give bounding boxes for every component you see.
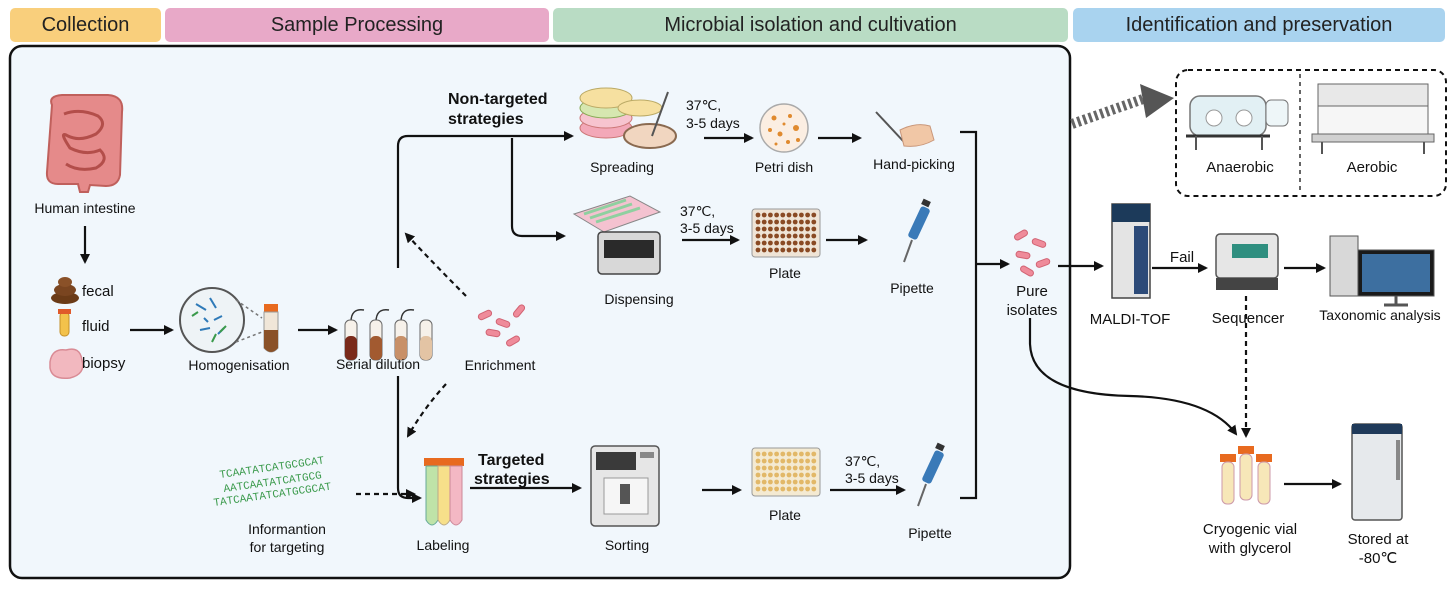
label-fluid: fluid (82, 318, 110, 335)
fluid-tube-icon (58, 309, 71, 337)
label-cond-a1: 37℃, (686, 97, 722, 113)
label-minus-80: -80℃ (1358, 550, 1398, 567)
label-with-glycerol: with glycerol (1208, 540, 1292, 557)
workflow-panel (8, 44, 1072, 580)
header-collection: Collection (10, 8, 161, 42)
label-stored-at: Stored at (1347, 531, 1409, 548)
label-taxonomic-analysis: Taxonomic analysis (1319, 307, 1441, 323)
label-fail: Fail (1169, 249, 1195, 266)
computer-icon (1329, 235, 1435, 307)
label-targeted-2: strategies (474, 471, 550, 488)
label-labeling: Labeling (416, 537, 470, 553)
well-plate-icon (751, 208, 821, 258)
label-isolates: isolates (1006, 302, 1058, 319)
labeled-tubes-icon (424, 458, 464, 526)
label-plate-1: Plate (769, 265, 801, 281)
bacteria-icon (477, 304, 526, 347)
label-hand-picking: Hand-picking (873, 156, 955, 172)
well-plate-icon (751, 447, 821, 497)
label-pipette-2: Pipette (908, 525, 952, 541)
bacteria-icon (1014, 229, 1051, 277)
label-spreading: Spreading (590, 159, 654, 175)
label-enrichment: Enrichment (464, 357, 536, 373)
label-biopsy: biopsy (82, 355, 126, 372)
label-serial-dilution: Serial dilution (335, 356, 421, 372)
label-maldi-tof: MALDI-TOF (1089, 311, 1171, 328)
sorter-icon (590, 445, 660, 527)
pipette-icon (903, 198, 931, 263)
homogenizer-icon (179, 287, 279, 353)
header-sample-processing: Sample Processing (165, 8, 549, 42)
sequencer-icon (1215, 233, 1279, 290)
label-nontargeted-1: Non-targeted (448, 91, 548, 108)
stool-icon (51, 277, 79, 304)
label-targeted-1: Targeted (478, 452, 545, 469)
pipette-icon (917, 442, 945, 507)
biopsy-icon (49, 348, 84, 380)
label-sequencer: Sequencer (1211, 310, 1285, 327)
dilution-tubes-icon (344, 309, 433, 361)
label-cond-b2: 3-5 days (680, 220, 734, 236)
hand-picking-icon (875, 111, 935, 147)
maldi-tof-icon (1111, 203, 1151, 299)
anaerobic-chamber-icon (1186, 95, 1289, 150)
dashed-arrows (356, 232, 1251, 499)
freezer-icon (1351, 423, 1403, 521)
label-plate-2: Plate (769, 507, 801, 523)
label-fecal: fecal (82, 283, 114, 300)
cryo-vials-icon (1220, 446, 1272, 505)
label-cond-c2: 3-5 days (845, 470, 899, 486)
label-pipette-1: Pipette (890, 280, 934, 296)
label-pure: Pure (1016, 283, 1048, 300)
label-cond-b1: 37℃, (680, 203, 716, 219)
label-aerobic: Aerobic (1346, 159, 1398, 176)
dispenser-icon (572, 195, 662, 275)
label-cryogenic-vial: Cryogenic vial (1202, 521, 1298, 538)
label-cond-a2: 3-5 days (686, 115, 740, 131)
header-microbial-isolation: Microbial isolation and cultivation (553, 8, 1068, 42)
label-cond-c1: 37℃, (845, 453, 881, 469)
aerobic-hood-icon (1311, 83, 1435, 154)
petri-dishes-icon (579, 87, 677, 149)
label-petri-dish: Petri dish (754, 159, 814, 175)
label-homogenisation: Homogenisation (188, 357, 290, 373)
label-anaerobic: Anaerobic (1206, 159, 1274, 176)
label-dispensing: Dispensing (604, 291, 674, 307)
header-identification: Identification and preservation (1073, 8, 1445, 42)
label-for-targeting: for targeting (249, 539, 325, 555)
intestine-icon (45, 94, 124, 193)
petri-dish-icon (759, 103, 809, 153)
environment-arrow (1070, 84, 1174, 129)
label-sorting: Sorting (604, 537, 650, 553)
label-human-intestine: Human intestine (34, 200, 136, 216)
environment-box (1175, 69, 1447, 197)
label-information: Informantion (248, 521, 326, 537)
label-nontargeted-2: strategies (448, 111, 524, 128)
